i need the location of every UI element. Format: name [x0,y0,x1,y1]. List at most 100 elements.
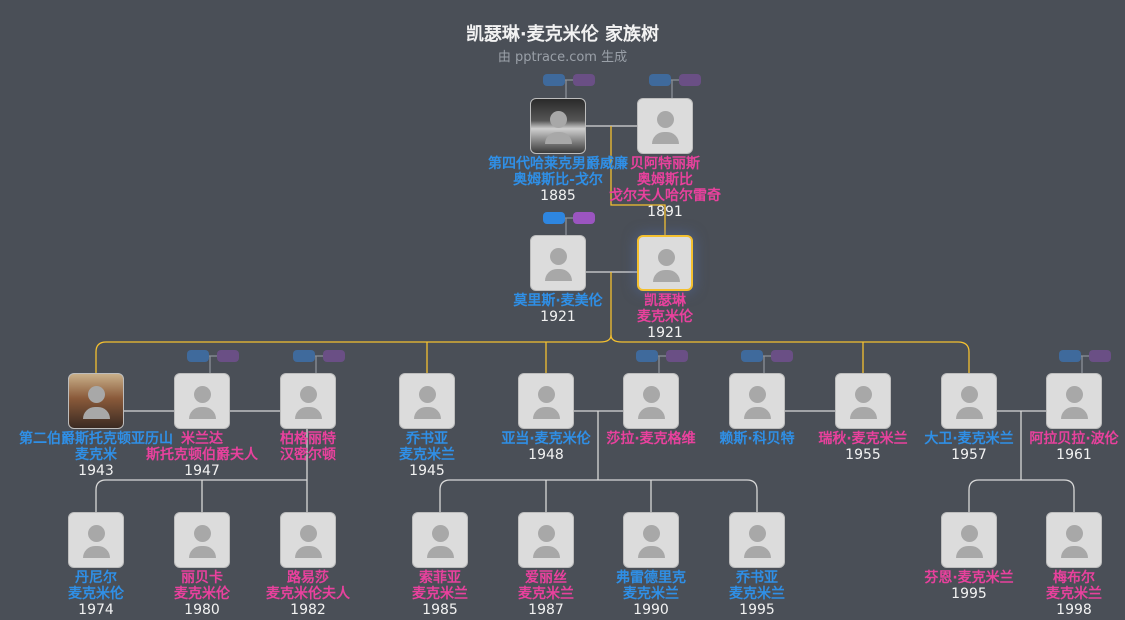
person-node[interactable] [530,98,586,154]
expand-father-button[interactable] [741,350,763,362]
person-label[interactable]: 柏格丽特汉密尔顿 [188,431,428,463]
expand-father-button[interactable] [636,350,658,362]
expand-father-button[interactable] [1059,350,1081,362]
avatar-head-icon [88,386,105,403]
person-node[interactable] [729,373,785,429]
expand-father-button[interactable] [649,74,671,86]
lineage-line [95,272,612,373]
person-name: 丽贝卡 [181,570,223,586]
person-node[interactable] [623,373,679,429]
avatar-body-icon [1061,407,1088,419]
person-node[interactable] [835,373,891,429]
person-name: 丹尼尔 [75,570,117,586]
person-node[interactable] [174,512,230,568]
expand-father-button[interactable] [293,350,315,362]
expand-mother-button[interactable] [666,350,688,362]
avatar-body-icon [850,407,877,419]
avatar-body-icon [545,132,572,144]
person-birth-year: 1990 [633,602,669,618]
person-node[interactable] [1046,512,1102,568]
child-line [439,411,758,512]
expand-mother-button[interactable] [323,350,345,362]
person-label[interactable]: 赖斯·科贝特 [637,431,877,447]
avatar-head-icon [419,386,436,403]
person-name: 奥姆斯比 [637,172,693,188]
expand-father-button[interactable] [543,74,565,86]
person-node[interactable] [1046,373,1102,429]
avatar-body-icon [295,407,322,419]
avatar-body-icon [956,546,983,558]
person-birth-year: 1921 [540,309,576,325]
person-node[interactable] [530,235,586,291]
expand-mother-button[interactable] [217,350,239,362]
expand-father-button[interactable] [543,212,565,224]
person-node[interactable] [280,373,336,429]
person-birth-year: 1998 [1056,602,1092,618]
person-name: 芬恩·麦克米兰 [924,570,1014,586]
person-node[interactable] [637,235,693,291]
person-name: 戈尔夫人哈尔雷奇 [609,188,721,204]
person-name: 麦克米兰 [399,447,455,463]
person-name: 贝阿特丽斯 [630,156,700,172]
person-name: 麦克米伦 [174,586,230,602]
avatar-body-icon [744,407,771,419]
person-label[interactable]: 莎拉·麦克格维 [531,431,771,447]
person-node[interactable] [941,373,997,429]
avatar-head-icon [538,525,555,542]
person-node[interactable] [399,373,455,429]
expand-mother-button[interactable] [573,212,595,224]
person-node[interactable] [280,512,336,568]
person-node[interactable] [623,512,679,568]
person-birth-year: 1943 [78,463,114,479]
avatar-head-icon [657,111,674,128]
avatar-head-icon [658,249,675,266]
person-node[interactable] [518,373,574,429]
person-node[interactable] [412,512,468,568]
person-name: 第二伯爵斯托克顿亚历山 [19,431,173,447]
expand-mother-button[interactable] [573,74,595,86]
person-birth-year: 1957 [951,447,987,463]
person-node[interactable] [68,373,124,429]
avatar-body-icon [744,546,771,558]
person-node[interactable] [68,512,124,568]
person-node[interactable] [518,512,574,568]
person-name: 柏格丽特 [280,431,336,447]
avatar-head-icon [194,525,211,542]
avatar-head-icon [643,386,660,403]
person-name: 麦克米兰 [729,586,785,602]
expand-mother-button[interactable] [679,74,701,86]
person-node[interactable] [729,512,785,568]
person-node[interactable] [941,512,997,568]
expand-mother-button[interactable] [1089,350,1111,362]
avatar-head-icon [1066,525,1083,542]
avatar-body-icon [83,407,110,419]
person-node[interactable] [174,373,230,429]
person-node[interactable] [637,98,693,154]
avatar-head-icon [749,525,766,542]
person-birth-year: 1947 [184,463,220,479]
expand-mother-button[interactable] [771,350,793,362]
expand-father-button[interactable] [187,350,209,362]
person-name: 麦克米伦夫人 [266,586,350,602]
person-name: 路易莎 [287,570,329,586]
